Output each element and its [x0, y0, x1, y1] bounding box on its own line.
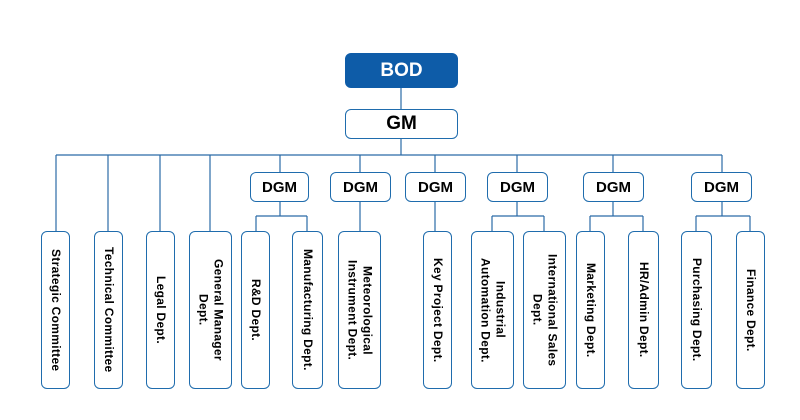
dgm-label: DGM [500, 178, 535, 196]
dept-label: Meteorological Instrument Dept. [345, 259, 375, 361]
dept-marketing: Marketing Dept. [576, 231, 605, 389]
dept-label: Key Project Dept. [431, 257, 445, 363]
dept-manufacturing: Manufacturing Dept. [292, 231, 323, 389]
dept-label: Legal Dept. [154, 276, 168, 344]
bod-label: BOD [380, 59, 423, 81]
dgm-label: DGM [418, 178, 453, 196]
dept-label: Marketing Dept. [584, 262, 598, 358]
dept-label: Finance Dept. [744, 268, 758, 352]
dgm-label: DGM [704, 178, 739, 196]
dept-purchasing: Purchasing Dept. [681, 231, 712, 389]
dgm-box-3: DGM [405, 172, 466, 202]
dept-label: Manufacturing Dept. [301, 249, 315, 371]
dept-technical-committee: Technical Committee [94, 231, 123, 389]
dept-label: R&D Dept. [249, 278, 263, 342]
dept-strategic-committee: Strategic Committee [41, 231, 70, 389]
dept-key-project: Key Project Dept. [423, 231, 452, 389]
dept-label: Purchasing Dept. [690, 258, 704, 362]
dept-label: Industrial Automation Dept. [478, 257, 508, 363]
dept-general-manager: General Manager Dept. [189, 231, 232, 389]
bod-box: BOD [345, 53, 458, 88]
gm-box: GM [345, 109, 458, 139]
dept-label: International Sales Dept. [530, 253, 560, 367]
dept-legal: Legal Dept. [146, 231, 175, 389]
gm-label: GM [386, 113, 417, 134]
dept-label: Strategic Committee [49, 248, 63, 372]
dgm-box-5: DGM [583, 172, 644, 202]
dept-hr-admin: HR/Admin Dept. [628, 231, 659, 389]
dgm-box-4: DGM [487, 172, 548, 202]
dgm-label: DGM [596, 178, 631, 196]
dept-international-sales: International Sales Dept. [523, 231, 566, 389]
dgm-label: DGM [343, 178, 378, 196]
dept-rd: R&D Dept. [241, 231, 270, 389]
dgm-box-6: DGM [691, 172, 752, 202]
dgm-label: DGM [262, 178, 297, 196]
dept-label: HR/Admin Dept. [637, 262, 651, 358]
dept-industrial-automation: Industrial Automation Dept. [471, 231, 514, 389]
dgm-box-2: DGM [330, 172, 391, 202]
dept-label: General Manager Dept. [196, 259, 226, 361]
dept-label: Technical Committee [102, 247, 116, 373]
dept-finance: Finance Dept. [736, 231, 765, 389]
dgm-box-1: DGM [250, 172, 309, 202]
dept-meteorological-instrument: Meteorological Instrument Dept. [338, 231, 381, 389]
